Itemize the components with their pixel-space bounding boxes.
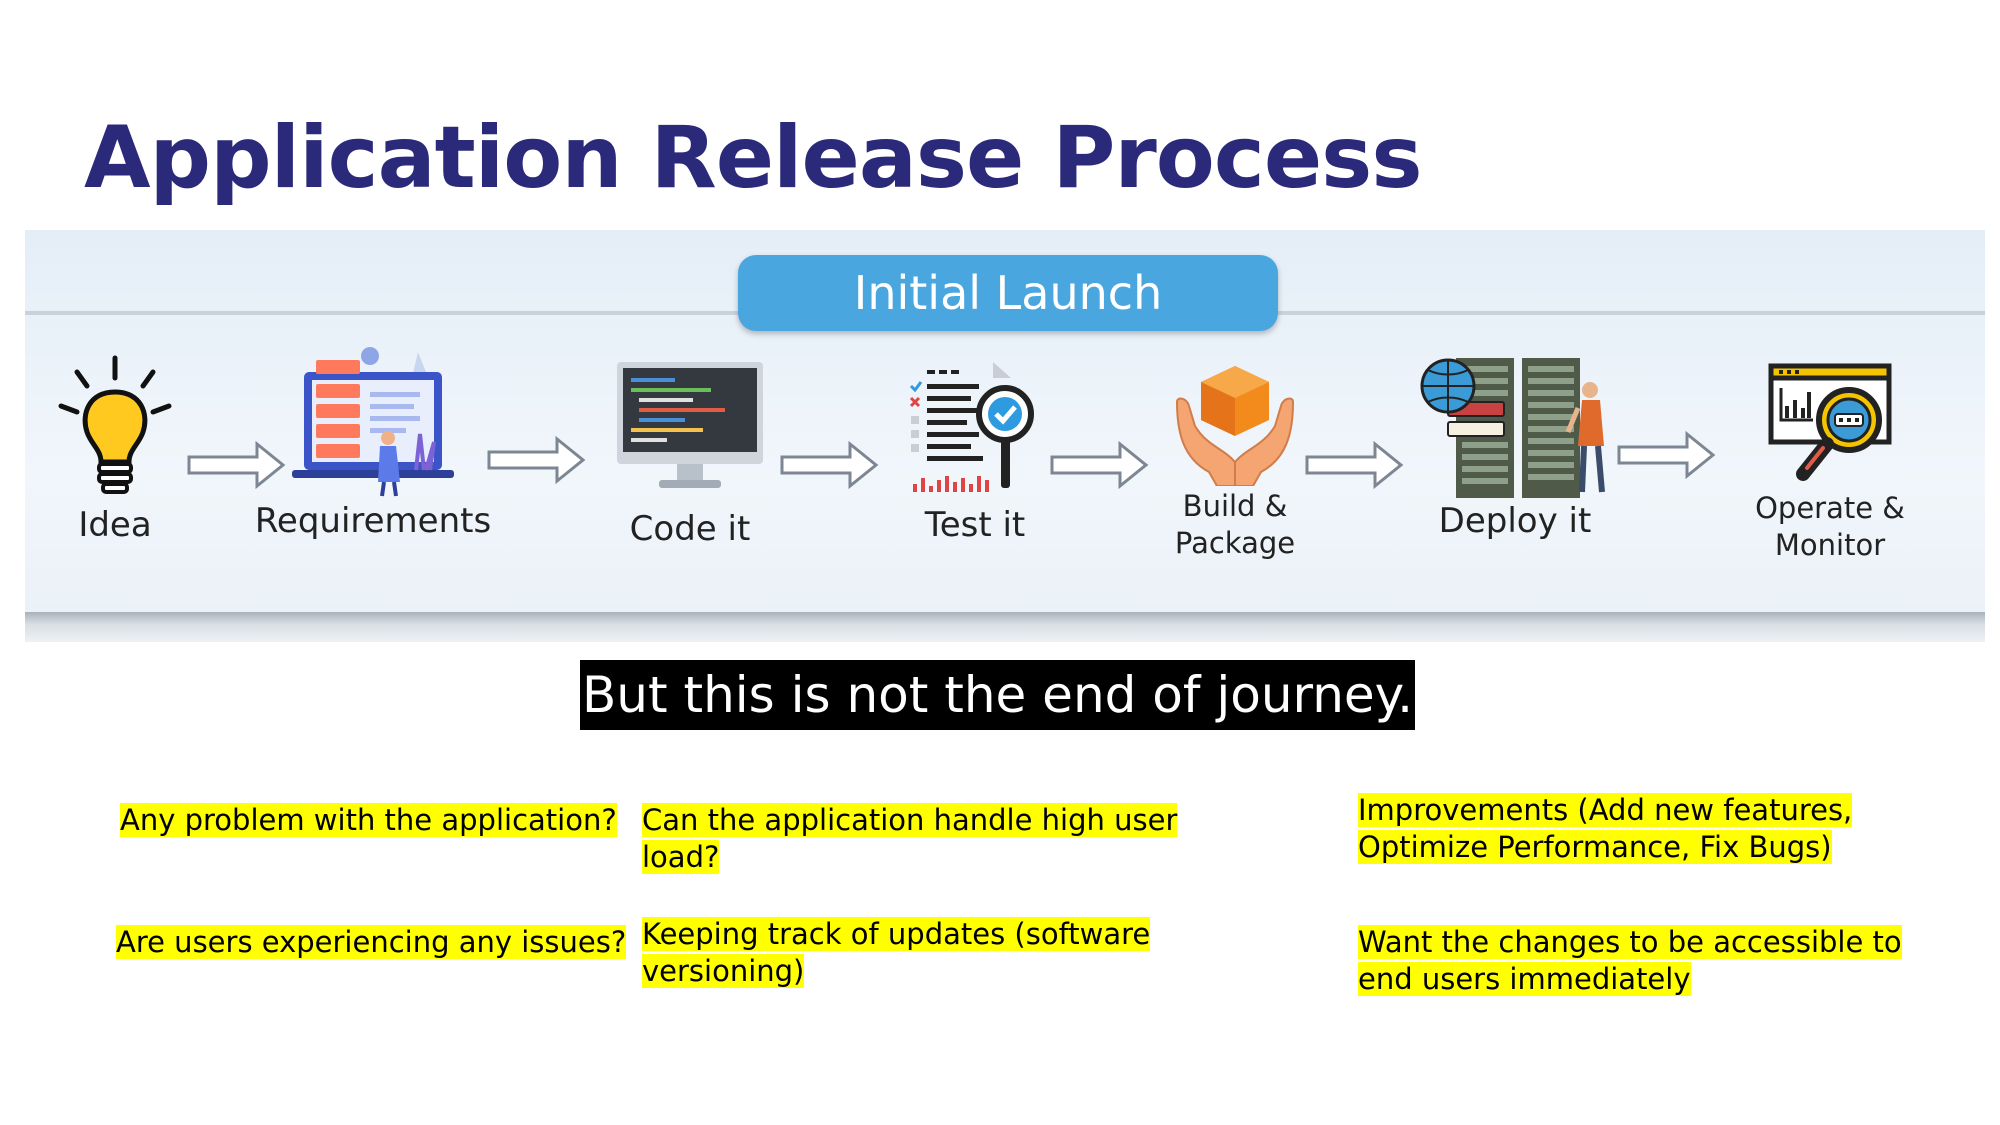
release-process-banner: Initial Launch Idea: [25, 230, 1985, 642]
step-idea: Idea: [55, 350, 175, 544]
step-label: Test it: [924, 505, 1026, 545]
step-requirements: Requirements: [253, 342, 493, 540]
monitor-code-icon: [617, 362, 763, 488]
question-versioning: Keeping track of updates (software versi…: [642, 917, 1151, 988]
step-code-it: Code it: [605, 360, 775, 548]
server-rack-icon: [1420, 358, 1605, 498]
question-improvements: Improvements (Add new features, Optimize…: [1358, 793, 1853, 864]
step-label: Operate & Monitor: [1755, 491, 1905, 562]
question-user-issues: Are users experiencing any issues?: [116, 925, 627, 959]
lightbulb-icon: [58, 355, 172, 494]
step-operate-monitor: Operate & Monitor: [1735, 362, 1925, 564]
arrow-right-icon: [187, 440, 286, 490]
slide-title: Application Release Process: [84, 108, 1423, 208]
arrow-right-icon: [1305, 440, 1404, 490]
initial-launch-badge: Initial Launch: [738, 255, 1278, 331]
laptop-documents-icon: [292, 347, 454, 497]
hands-package-icon: [1175, 366, 1295, 486]
step-label: Idea: [78, 505, 152, 545]
step-label: Requirements: [254, 501, 492, 541]
arrow-right-icon: [1617, 430, 1716, 480]
step-deploy-it: Deploy it: [1400, 352, 1630, 540]
arrow-right-icon: [487, 435, 586, 485]
question-app-problem: Any problem with the application?: [120, 803, 617, 837]
step-build-package: Build & Package: [1150, 362, 1320, 562]
banner-bottom-bar: [25, 612, 1985, 642]
arrow-right-icon: [780, 440, 879, 490]
step-label: Code it: [629, 509, 751, 549]
step-test-it: Test it: [895, 358, 1055, 544]
journey-caption: But this is not the end of journey.: [580, 660, 1416, 730]
dashboard-magnifier-icon: [1768, 363, 1892, 481]
question-accessible-changes: Want the changes to be accessible to end…: [1358, 925, 1902, 996]
step-label: Build & Package: [1174, 489, 1296, 560]
checklist-magnifier-icon: [909, 362, 1034, 492]
question-user-load: Can the application handle high user loa…: [642, 803, 1178, 874]
arrow-right-icon: [1050, 440, 1149, 490]
step-label: Deploy it: [1438, 501, 1592, 541]
